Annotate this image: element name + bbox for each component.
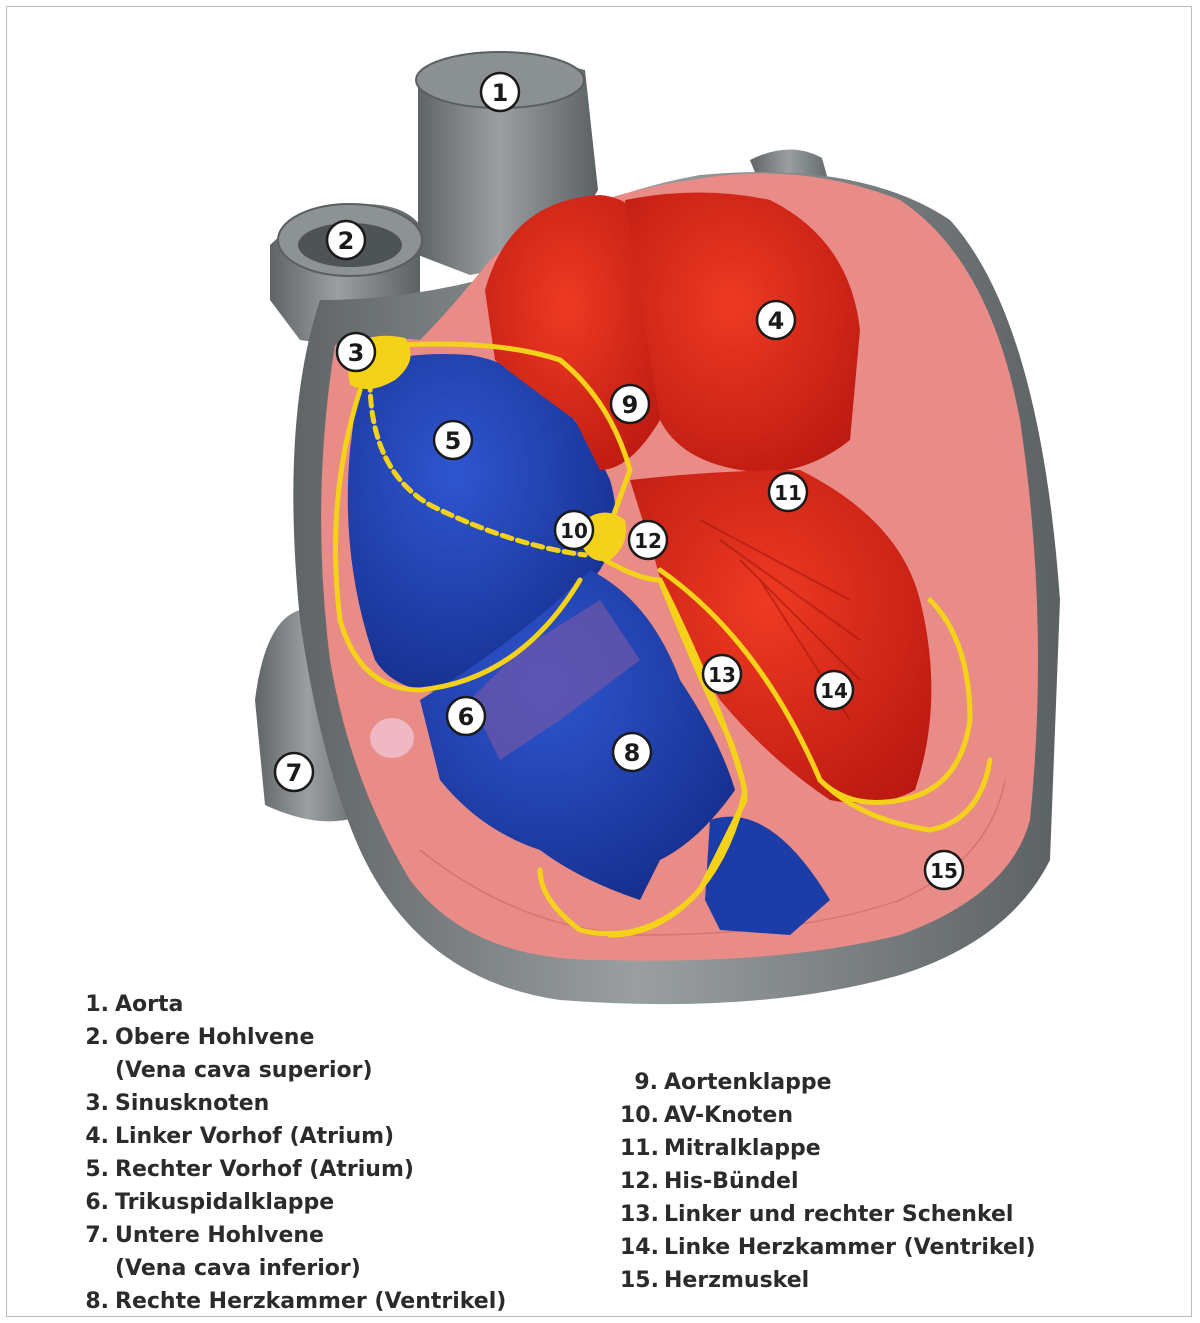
legend-text: Rechter Vorhof (Atrium) [115,1153,414,1186]
legend-text: Obere Hohlvene [115,1021,314,1054]
legend-number: 12. [620,1165,658,1198]
marker-1: 1 [481,73,519,111]
marker-label: 14 [820,679,848,703]
legend-item: 13.Linker und rechter Schenkel [620,1198,1036,1231]
marker-label: 8 [624,739,641,767]
legend-item: 15.Herzmuskel [620,1264,1036,1297]
legend-item: 4.Linker Vorhof (Atrium) [84,1120,506,1153]
legend-item: 2.Obere Hohlvene [84,1021,506,1054]
legend-item: 6.Trikuspidalklappe [84,1186,506,1219]
legend-item: 11.Mitralklappe [620,1132,1036,1165]
legend-text: Aorta [115,988,183,1021]
legend-text: Sinusknoten [115,1087,269,1120]
legend-text: Mitralklappe [664,1132,821,1165]
legend-item: 12.His-Bündel [620,1165,1036,1198]
legend-number: 5. [84,1153,109,1186]
marker-10: 10 [555,511,593,549]
legend-item: 7.Untere Hohlvene [84,1219,506,1252]
legend-number: 7. [84,1219,109,1252]
marker-label: 10 [560,519,588,543]
legend-text: Rechte Herzkammer (Ventrikel) [115,1285,506,1318]
legend-number: 15. [620,1264,658,1297]
legend-number: 13. [620,1198,658,1231]
legend-item: 5.Rechter Vorhof (Atrium) [84,1153,506,1186]
marker-label: 7 [286,759,303,787]
marker-14: 14 [815,671,853,709]
marker-7: 7 [275,753,313,791]
legend-item: 14.Linke Herzkammer (Ventrikel) [620,1231,1036,1264]
marker-label: 1 [492,79,509,107]
legend-item: (Vena cava inferior) [84,1252,506,1285]
legend-item: 10.AV-Knoten [620,1099,1036,1132]
legend-item: 1.Aorta [84,988,506,1021]
marker-label: 13 [708,663,736,687]
legend-text: Linke Herzkammer (Ventrikel) [664,1231,1036,1264]
marker-8: 8 [613,733,651,771]
legend-number: 3. [84,1087,109,1120]
coronary-sinus-opening [370,718,414,758]
marker-15: 15 [925,851,963,889]
marker-label: 11 [774,481,802,505]
legend-number: 8. [84,1285,109,1318]
legend-item: 8.Rechte Herzkammer (Ventrikel) [84,1285,506,1318]
legend-item: 3.Sinusknoten [84,1087,506,1120]
legend-number: 6. [84,1186,109,1219]
legend-text: Untere Hohlvene [115,1219,324,1252]
legend-number: 10. [620,1099,658,1132]
marker-2: 2 [327,221,365,259]
legend-number: 14. [620,1231,658,1264]
marker-3: 3 [337,333,375,371]
legend-item: 9.Aortenklappe [620,1066,1036,1099]
marker-4: 4 [757,301,795,339]
legend-item: (Vena cava superior) [84,1054,506,1087]
legend-text: (Vena cava superior) [115,1054,373,1087]
legend-text: Aortenklappe [664,1066,832,1099]
marker-12: 12 [629,521,667,559]
marker-9: 9 [611,385,649,423]
marker-label: 4 [768,307,785,335]
marker-11: 11 [769,473,807,511]
legend-number: 11. [620,1132,658,1165]
legend-text: AV-Knoten [664,1099,793,1132]
legend-number: 4. [84,1120,109,1153]
legend-number: 2. [84,1021,109,1054]
legend-number: 9. [620,1066,658,1099]
legend-text: Linker Vorhof (Atrium) [115,1120,394,1153]
marker-5: 5 [434,421,472,459]
marker-label: 15 [930,859,958,883]
marker-label: 3 [348,339,365,367]
marker-6: 6 [447,697,485,735]
marker-13: 13 [703,655,741,693]
legend-text: Herzmuskel [664,1264,809,1297]
marker-label: 6 [458,703,475,731]
legend-text: (Vena cava inferior) [115,1252,361,1285]
marker-label: 5 [445,427,462,455]
legend-text: Linker und rechter Schenkel [664,1198,1013,1231]
marker-label: 2 [338,227,355,255]
legend-number: 1. [84,988,109,1021]
marker-label: 12 [634,529,662,553]
marker-label: 9 [622,391,639,419]
legend-text: His-Bündel [664,1165,798,1198]
legend-text: Trikuspidalklappe [115,1186,334,1219]
